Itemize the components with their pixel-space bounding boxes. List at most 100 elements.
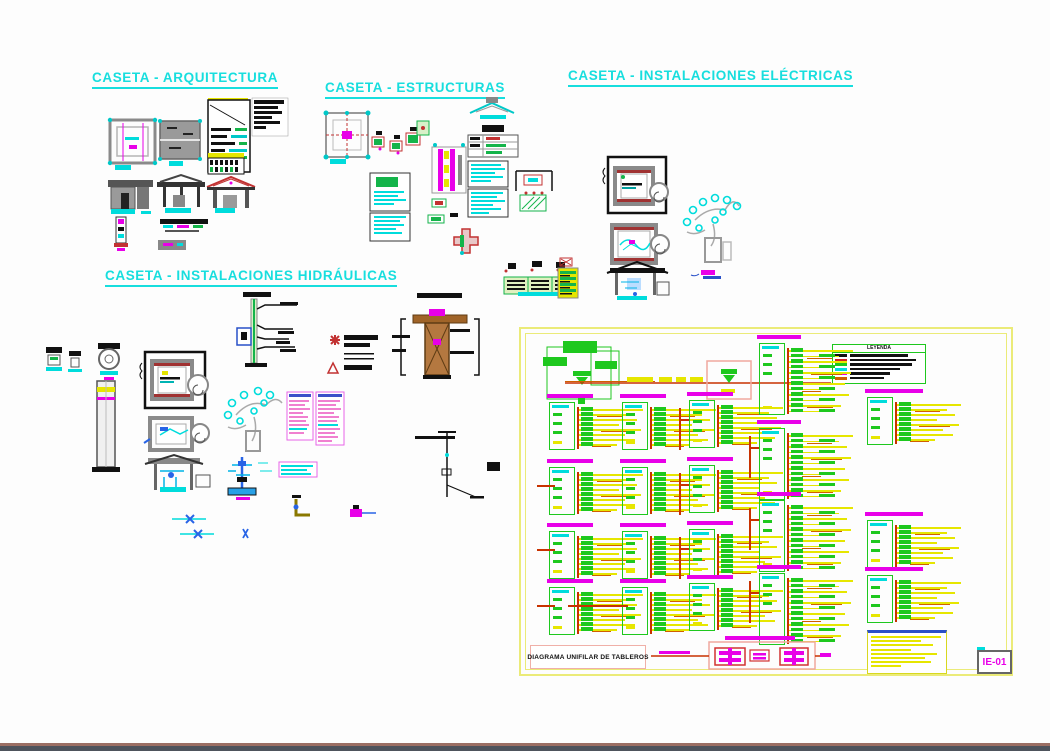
feeder-wire xyxy=(537,605,555,607)
feeder-wire xyxy=(749,581,751,623)
breaker-chip xyxy=(654,551,666,555)
circuit-line xyxy=(719,566,775,568)
breaker-chip xyxy=(899,432,911,436)
tablero-title-bar xyxy=(620,579,666,583)
circuit-line xyxy=(897,404,961,406)
legend-text-bar xyxy=(850,376,884,379)
feeder-wire xyxy=(679,473,681,515)
circuit-line xyxy=(579,479,629,481)
electrical-plan-2 xyxy=(610,223,670,265)
breaker-chip xyxy=(899,407,911,411)
breaker-chip xyxy=(791,605,803,609)
breaker-chip xyxy=(581,627,593,631)
breaker-chip xyxy=(899,580,911,584)
breaker-chip xyxy=(899,605,911,609)
breaker-chip xyxy=(721,534,733,538)
feeder-wire xyxy=(679,408,681,450)
electricas-drawings xyxy=(557,155,742,300)
bus-wire xyxy=(577,536,579,578)
breaker-chip xyxy=(791,381,803,385)
breaker-chip xyxy=(721,608,733,612)
circuit-line xyxy=(789,446,847,448)
legend-symbol xyxy=(835,376,847,380)
circuit-line xyxy=(579,484,637,486)
circuit-line xyxy=(652,553,692,555)
bus-wire xyxy=(787,348,789,414)
tablero-box xyxy=(622,467,648,515)
circuit-line xyxy=(652,509,690,511)
text-block xyxy=(251,97,289,137)
tablero-block xyxy=(865,567,995,633)
footer-text-line xyxy=(871,665,901,668)
circuit-line xyxy=(789,618,827,620)
breaker-chip xyxy=(581,487,593,491)
bus-wire xyxy=(895,402,897,444)
breaker-chip xyxy=(899,417,911,421)
circuit-line xyxy=(719,472,783,474)
breaker-chip xyxy=(791,638,803,642)
circuit-line xyxy=(897,424,959,426)
bus-wire xyxy=(577,472,579,514)
tablero-box xyxy=(759,500,785,572)
circuit-line xyxy=(719,625,757,627)
breaker-chip xyxy=(899,427,911,431)
circuit-line xyxy=(789,629,833,631)
breaker-chip xyxy=(899,555,911,559)
circuit-line xyxy=(579,444,617,446)
breaker-chip xyxy=(899,615,911,619)
tablero-title-bar xyxy=(620,394,666,398)
breaker-chip xyxy=(721,544,733,548)
circuit-line xyxy=(579,563,625,565)
breaker-chip xyxy=(654,546,666,550)
breaker-chip xyxy=(721,485,733,489)
breaker-chip xyxy=(654,571,666,575)
breaker-chip xyxy=(791,433,803,437)
circuit-line xyxy=(719,600,777,602)
breaker-chip xyxy=(581,472,593,476)
bus-wire xyxy=(650,407,652,449)
sheet-code: IE-01 xyxy=(982,656,1007,668)
hidraulicas-drawings xyxy=(46,292,500,539)
legend-symbol xyxy=(835,354,847,357)
feeder-wire xyxy=(537,549,555,551)
tablero-block xyxy=(757,335,887,425)
circuit-line xyxy=(719,407,783,409)
circuit-line xyxy=(897,429,943,431)
breaker-chip xyxy=(654,622,666,626)
breaker-chip xyxy=(721,420,733,424)
circuit-line xyxy=(789,399,833,401)
breaker-chip xyxy=(721,549,733,553)
breaker-chip xyxy=(791,460,803,464)
circuit-line xyxy=(579,619,625,621)
breaker-chip xyxy=(791,560,803,564)
circuit-line xyxy=(789,361,847,363)
breaker-chip xyxy=(654,472,666,476)
breaker-chip xyxy=(654,507,666,511)
circuit-line xyxy=(579,548,637,550)
detail-column xyxy=(114,216,128,251)
circuit-line xyxy=(789,405,841,407)
circuit-line xyxy=(789,372,851,374)
breaker-chip xyxy=(581,546,593,550)
tablero-block xyxy=(687,392,817,458)
spec-list-2 xyxy=(315,391,345,446)
breaker-chip xyxy=(791,375,803,379)
breaker-chip xyxy=(791,403,803,407)
circuit-line xyxy=(579,474,643,476)
tablero-title-bar xyxy=(757,420,801,424)
bus-wire xyxy=(895,525,897,567)
breaker-chip xyxy=(791,527,803,531)
circuit-line xyxy=(789,540,845,542)
breaker-chip xyxy=(791,482,803,486)
valve-assembly xyxy=(227,457,272,500)
circuit-line xyxy=(897,439,935,441)
sheet-tick xyxy=(977,647,985,650)
breaker-chip xyxy=(581,422,593,426)
title-arquitectura: CASETA - ARQUITECTURA xyxy=(92,70,279,89)
breaker-chip xyxy=(721,410,733,414)
tablero-box xyxy=(689,400,715,448)
breaker-chip xyxy=(791,538,803,542)
circuit-line xyxy=(652,429,714,431)
circuit-line xyxy=(897,552,943,554)
riser-diagram xyxy=(236,292,298,367)
